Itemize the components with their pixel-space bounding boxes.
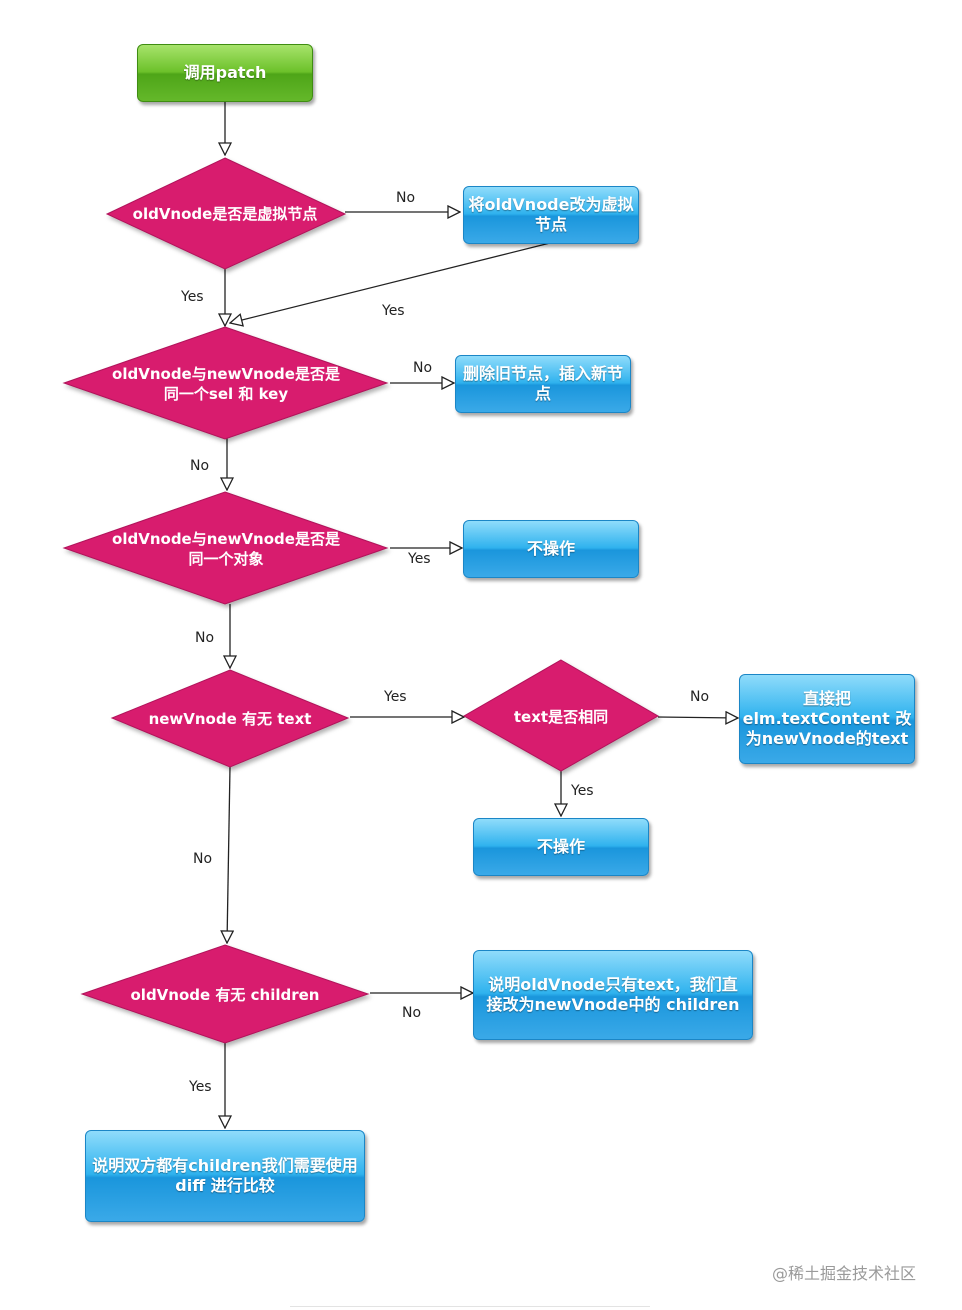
box-replace-children: 说明oldVnode只有text，我们直接改为newVnode中的 childr… <box>473 950 753 1040</box>
edge-label-d6-no: No <box>402 1005 422 1021</box>
edge-d5-b4 <box>657 717 738 718</box>
edge-label-d3-yes: Yes <box>408 551 431 567</box>
decision-label-has-text: newVnode 有无 text <box>148 710 312 728</box>
decision-diamond-text-same <box>462 659 660 772</box>
decision-diamond-same-object <box>62 491 389 605</box>
decision-diamond-has-text <box>110 669 350 768</box>
edge-label-b1-yes: Yes <box>382 303 405 319</box>
edge-label-d2-no: No <box>413 360 433 376</box>
box-convert-to-vnode: 将oldVnode改为虚拟节点 <box>463 186 639 244</box>
edge-label-d5-no: No <box>690 689 710 705</box>
decision-label-is-vnode: oldVnode是否是虚拟节点 <box>132 205 318 223</box>
box-set-text-content: 直接把elm.textContent 改为newVnode的text <box>739 674 915 764</box>
decision-diamond-same-sel-key <box>62 326 389 440</box>
decision-label-same-object: oldVnode与newVnode是否是同一个对象 <box>112 530 340 568</box>
start-node: 调用patch <box>137 44 313 102</box>
edge-label-d5-yes: Yes <box>571 783 594 799</box>
edge-label-d3-no: No <box>195 630 215 646</box>
box-no-op-same-object: 不操作 <box>463 520 639 578</box>
edge-label-d2-down-no: No <box>190 458 210 474</box>
box-replace-node: 删除旧节点，插入新节点 <box>455 355 631 413</box>
edge-label-d4-no: No <box>193 851 213 867</box>
edge-b1-d2 <box>230 242 551 323</box>
decision-label-text-same: text是否相同 <box>513 708 609 726</box>
edge-label-d1-yes: Yes <box>181 289 204 305</box>
decision-diamond-is-vnode <box>105 157 347 270</box>
edge-label-d1-no: No <box>396 190 416 206</box>
bottom-divider <box>290 1306 650 1307</box>
box-no-op-text-same: 不操作 <box>473 818 649 876</box>
decision-label-same-sel-key: oldVnode与newVnode是否是同一个sel 和 key <box>112 365 340 403</box>
decision-diamond-has-children <box>80 944 370 1044</box>
box-diff-children: 说明双方都有children我们需要使用diff 进行比较 <box>85 1130 365 1222</box>
edge-label-d6-yes: Yes <box>189 1079 212 1095</box>
edge-d4-d6 <box>227 766 230 943</box>
edge-label-d4-yes: Yes <box>384 689 407 705</box>
decision-label-has-children: oldVnode 有无 children <box>130 986 320 1004</box>
watermark: @稀土掘金技术社区 <box>772 1264 917 1283</box>
